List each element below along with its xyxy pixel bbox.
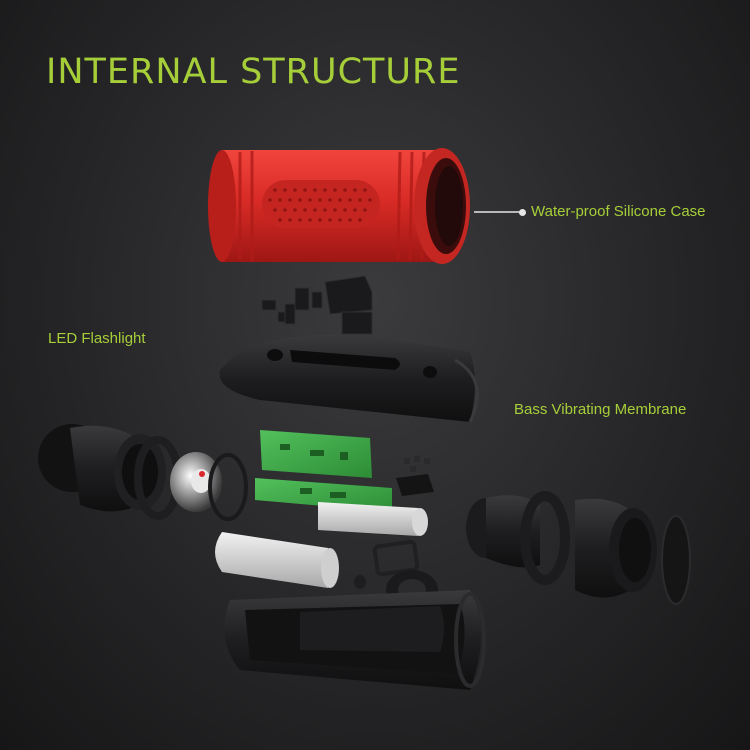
small-brackets <box>261 275 373 335</box>
right-speaker-assembly <box>466 491 691 605</box>
left-end-cap <box>38 424 182 520</box>
label-silicone-case: Water-proof Silicone Case <box>531 203 706 220</box>
led-reflector <box>170 452 248 521</box>
case-leader-dot <box>519 209 526 216</box>
upper-shell <box>219 334 479 423</box>
page-title: INTERNAL STRUCTURE <box>46 52 461 92</box>
label-led-flashlight: LED Flashlight <box>48 330 146 347</box>
silicone-case <box>208 148 470 264</box>
label-bass-membrane: Bass Vibrating Membrane <box>514 401 687 418</box>
lower-shell <box>224 590 486 690</box>
circuit-boards <box>255 430 434 512</box>
battery-cells <box>215 502 428 588</box>
